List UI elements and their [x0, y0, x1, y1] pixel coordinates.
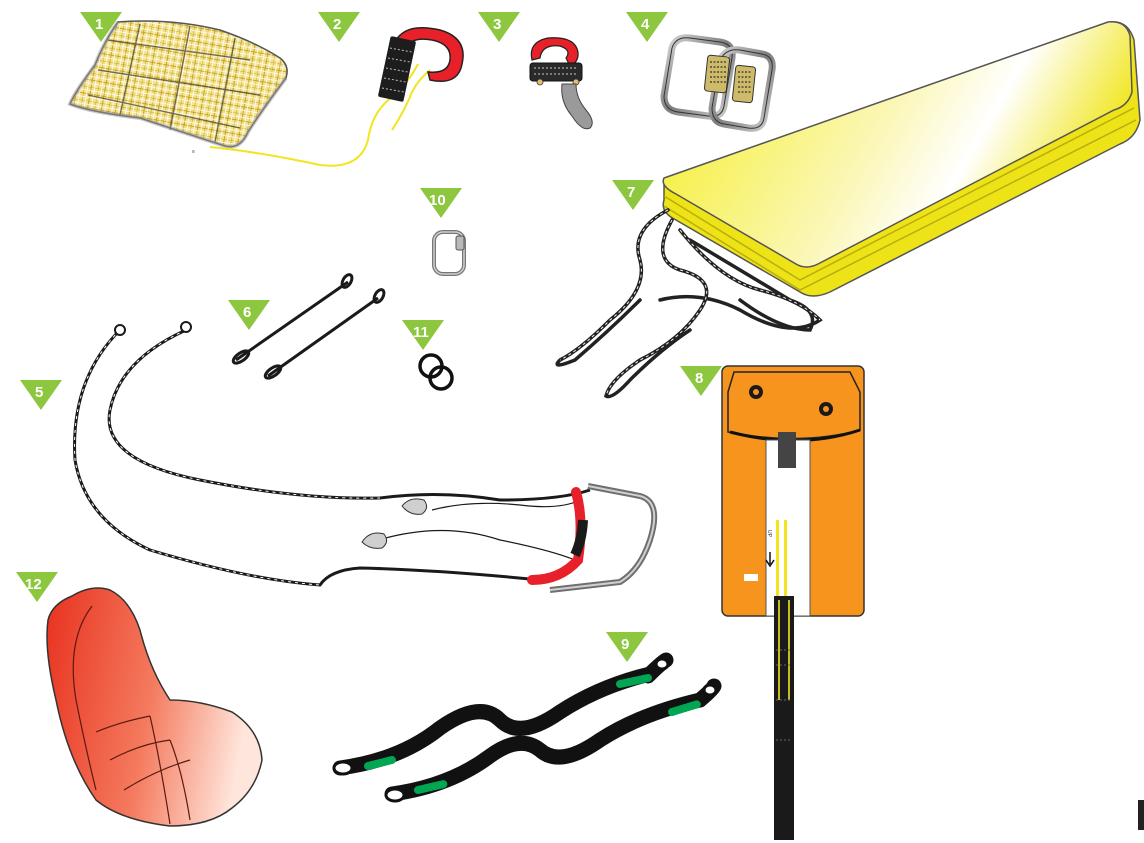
red-seat-back	[47, 588, 262, 826]
loop-cords	[231, 273, 386, 381]
svg-text:≡: ≡	[192, 149, 195, 155]
badge-label-2: 2	[333, 16, 341, 33]
carabiners	[664, 38, 772, 129]
badge-12: 12	[16, 572, 58, 602]
small-handle	[530, 38, 592, 129]
badge-label-7: 7	[627, 184, 635, 201]
badge-label-9: 9	[621, 636, 629, 653]
badge-label-1: 1	[95, 16, 103, 33]
badge-5: 5	[20, 380, 62, 410]
badge-label-4: 4	[641, 16, 650, 33]
o-rings	[420, 355, 452, 389]
badge-6: 6	[228, 300, 270, 330]
badge-label-12: 12	[25, 576, 42, 593]
quick-link	[434, 232, 464, 274]
badge-8: 8	[680, 366, 722, 396]
badge-2: 2	[318, 12, 360, 42]
seat-cushion-mesh	[70, 21, 287, 147]
orange-pocket-board: UP	[722, 366, 1144, 840]
yellow-pad-with-lines	[557, 22, 1140, 397]
badge-9: 9	[606, 632, 648, 662]
badge-10: 10	[420, 188, 462, 218]
badge-4: 4	[626, 12, 668, 42]
badge-3: 3	[478, 12, 520, 42]
badge-label-3: 3	[493, 16, 501, 33]
badge-label-6: 6	[243, 304, 251, 321]
badge-label-10: 10	[429, 192, 446, 209]
badge-label-8: 8	[695, 370, 703, 387]
badge-11: 11	[402, 320, 444, 350]
black-straps	[334, 659, 716, 801]
badge-label-11: 11	[413, 324, 429, 341]
svg-text:UP: UP	[766, 530, 772, 538]
badge-7: 7	[612, 180, 654, 210]
badge-label-5: 5	[35, 384, 43, 401]
